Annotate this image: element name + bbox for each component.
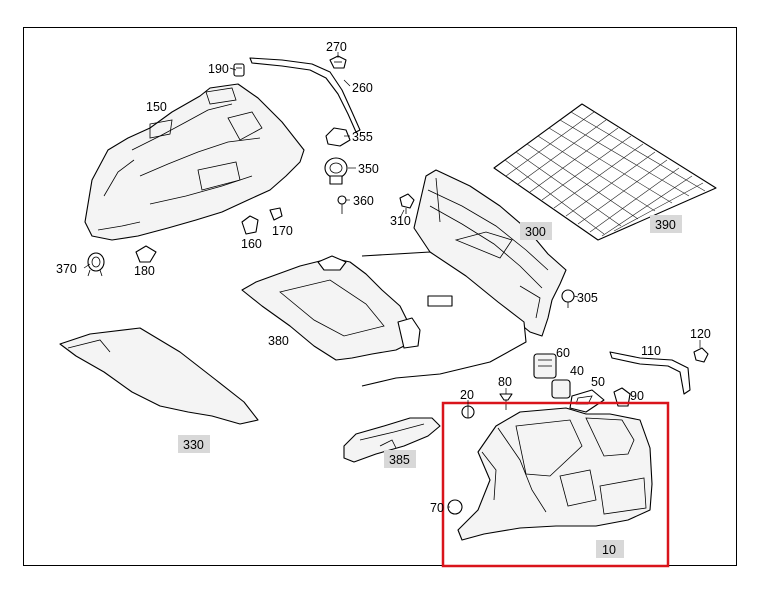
part-310-clip[interactable]: [399, 193, 415, 214]
part-150-left-side-trim[interactable]: [84, 83, 305, 241]
part-180-cover[interactable]: [135, 245, 157, 263]
part-260-rail[interactable]: [249, 57, 361, 133]
part-50-frame[interactable]: [569, 389, 605, 413]
part-160-clip[interactable]: [241, 215, 259, 235]
tag-10: [596, 540, 624, 558]
part-40-cap[interactable]: [551, 379, 571, 399]
part-190-clip[interactable]: [233, 63, 245, 77]
part-10-right-side-trim[interactable]: [447, 407, 653, 541]
part-360-screw[interactable]: [337, 195, 347, 214]
callout-190[interactable]: 190: [208, 62, 229, 76]
part-380-floor-cover[interactable]: [241, 251, 527, 387]
callout-370[interactable]: 370: [56, 262, 77, 276]
part-385-bracket[interactable]: [343, 417, 441, 463]
tag-385: [384, 450, 416, 468]
callout-300[interactable]: 300: [525, 225, 546, 239]
callout-390[interactable]: 390: [655, 218, 676, 232]
callout-90[interactable]: 90: [630, 389, 644, 403]
part-110-trim-strip[interactable]: [609, 351, 691, 395]
callout-350[interactable]: 350: [358, 162, 379, 176]
part-390-cargo-net[interactable]: [493, 103, 717, 241]
part-350-tie-down-ring[interactable]: [324, 157, 348, 185]
tag-390: [650, 215, 682, 233]
callout-380[interactable]: 380: [268, 334, 289, 348]
callout-170[interactable]: 170: [272, 224, 293, 238]
part-305-clip[interactable]: [561, 289, 575, 308]
callout-180[interactable]: 180: [134, 264, 155, 278]
callout-385[interactable]: 385: [389, 453, 410, 467]
callout-270[interactable]: 270: [326, 40, 347, 54]
diagram-frame: [23, 27, 737, 566]
callout-310[interactable]: 310: [390, 214, 411, 228]
part-60-cover[interactable]: [533, 353, 557, 379]
part-120-clip[interactable]: [693, 347, 709, 363]
tag-330: [178, 435, 210, 453]
part-270-clip[interactable]: [329, 55, 347, 69]
part-80-screw[interactable]: [499, 393, 513, 410]
callout-50[interactable]: 50: [591, 375, 605, 389]
part-330-floor-mat[interactable]: [59, 327, 259, 425]
tag-300: [520, 222, 552, 240]
callout-330[interactable]: 330: [183, 438, 204, 452]
callout-20[interactable]: 20: [460, 388, 474, 402]
part-355-bracket[interactable]: [325, 127, 351, 147]
part-20-clip[interactable]: [461, 405, 475, 419]
callout-355[interactable]: 355: [352, 130, 373, 144]
callout-305[interactable]: 305: [577, 291, 598, 305]
callout-110[interactable]: 110: [641, 344, 661, 358]
callout-70[interactable]: 70: [430, 501, 444, 515]
callout-150[interactable]: 150: [146, 100, 167, 114]
callout-10[interactable]: 10: [602, 543, 616, 557]
part-370-tie-down-eye[interactable]: [87, 252, 105, 277]
callout-40[interactable]: 40: [570, 364, 584, 378]
callout-labels: 270 190 260 150 355 350 360 160 170 370 …: [56, 40, 711, 558]
part-170-clip[interactable]: [269, 207, 283, 221]
callout-120[interactable]: 120: [690, 327, 711, 341]
callout-260[interactable]: 260: [352, 81, 373, 95]
callout-360[interactable]: 360: [353, 194, 374, 208]
selected-part-highlight: [441, 401, 670, 568]
leader-lines: [83, 52, 701, 508]
callout-80[interactable]: 80: [498, 375, 512, 389]
callout-60[interactable]: 60: [556, 346, 570, 360]
callout-160[interactable]: 160: [241, 237, 262, 251]
